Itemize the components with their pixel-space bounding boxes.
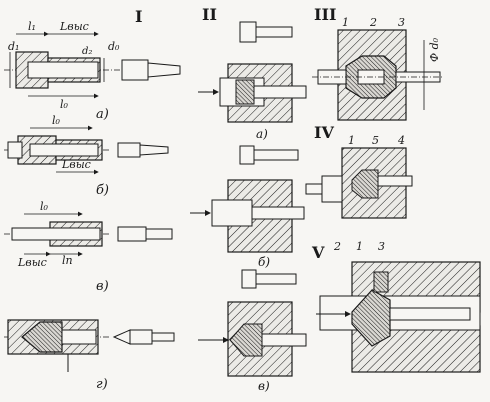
label-d1: d₁ (8, 40, 19, 53)
label-l1: l₁ (28, 20, 36, 33)
part-1-IV: 1 (348, 134, 355, 147)
subfigure-II-b: б) (190, 145, 305, 269)
group-IV: IV 1 5 4 (305, 123, 413, 219)
caption-II-b: б) (258, 255, 270, 269)
subfigure-I-v: l₀ Lвыс lп в) (4, 200, 173, 294)
subfigure-I-a: d₁ l₁ Lвыс d₂ d₀ l₀ I а) (4, 7, 181, 122)
label-lp: lп (62, 254, 73, 267)
part-1-III: 1 (342, 16, 349, 29)
part-5-IV: 5 (372, 134, 379, 147)
group-III: III 1 2 3 Ф d₀ (312, 5, 444, 121)
caption-I-a: а) (96, 107, 109, 122)
subfigure-I-g: г) (4, 319, 175, 392)
group-V: V 2 1 3 (311, 240, 481, 373)
label-d0: d₀ (108, 40, 120, 53)
label-l0-v: l₀ (40, 200, 49, 213)
subfigure-I-b: l₀ Lвыс б) (4, 114, 169, 198)
subfigure-II-a: а) (198, 21, 307, 141)
numeral-I: I (135, 7, 142, 26)
group-II: II а) б) (190, 5, 307, 393)
part-4-IV: 4 (397, 134, 405, 147)
label-l0: l₀ (60, 98, 69, 111)
subfigure-II-v: в) (198, 269, 307, 393)
label-lvys-v: Lвыс (17, 256, 47, 269)
label-phi-d0: Ф d₀ (428, 37, 441, 62)
part-1-V: 1 (356, 240, 363, 253)
caption-I-v: в) (96, 279, 109, 294)
caption-I-g: г) (96, 377, 108, 392)
label-lvys-b: Lвыс (61, 158, 91, 171)
label-l0-b: l₀ (52, 114, 61, 127)
caption-II-a: а) (256, 127, 268, 141)
numeral-II: II (202, 5, 217, 24)
part-3-III: 3 (398, 16, 405, 29)
label-d2: d₂ (82, 46, 92, 57)
group-I: d₁ l₁ Lвыс d₂ d₀ l₀ I а) l₀ Lвыс б) (4, 7, 181, 392)
numeral-III: III (314, 5, 336, 24)
part-3-V: 3 (378, 240, 385, 253)
part-2-V: 2 (333, 240, 341, 253)
caption-I-b: б) (96, 183, 109, 198)
numeral-V: V (311, 243, 325, 262)
numeral-IV: IV (314, 123, 334, 142)
caption-II-v: в) (258, 379, 270, 393)
label-lvys: Lвыс (59, 20, 89, 33)
part-2-III: 2 (369, 16, 377, 29)
